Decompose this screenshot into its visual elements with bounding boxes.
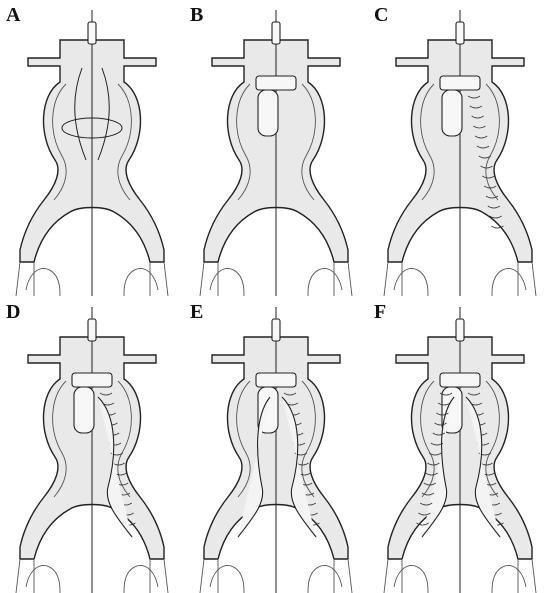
- right-lower-loop: [492, 268, 526, 296]
- left-iliac-wall: [384, 559, 402, 593]
- delivery-tip: [272, 22, 280, 44]
- main-body-graft: [442, 90, 462, 136]
- right-lower-loop: [492, 565, 526, 593]
- left-lower-loop: [26, 268, 60, 296]
- right-iliac-wall: [334, 559, 352, 593]
- vessel-diagram: [368, 297, 552, 593]
- vessel-diagram: [0, 297, 184, 593]
- right-iliac-wall: [150, 559, 168, 593]
- panel-label: E: [190, 301, 203, 324]
- left-iliac-wall: [200, 559, 218, 593]
- left-lower-loop: [394, 268, 428, 296]
- right-lower-loop: [124, 268, 158, 296]
- proximal-stent: [440, 373, 480, 387]
- delivery-tip: [456, 319, 464, 341]
- left-lower-loop: [210, 268, 244, 296]
- panel-label: F: [374, 301, 386, 324]
- vessel-diagram: [0, 0, 184, 296]
- panel-e: E: [184, 297, 368, 593]
- panel-label: A: [6, 4, 20, 27]
- left-lower-loop: [210, 565, 244, 593]
- panel-c: C: [368, 0, 552, 296]
- proximal-stent: [256, 76, 296, 90]
- main-body-graft: [74, 387, 94, 433]
- left-iliac-wall: [200, 262, 218, 296]
- proximal-stent: [256, 373, 296, 387]
- left-iliac-wall: [16, 559, 34, 593]
- panel-label: D: [6, 301, 20, 324]
- right-lower-loop: [308, 268, 342, 296]
- proximal-stent: [440, 76, 480, 90]
- left-lower-loop: [26, 565, 60, 593]
- delivery-tip: [88, 319, 96, 341]
- vessel-diagram: [184, 297, 368, 593]
- vessel-diagram: [184, 0, 368, 296]
- right-lower-loop: [124, 565, 158, 593]
- delivery-tip: [88, 22, 96, 44]
- panel-label: C: [374, 4, 388, 27]
- panel-f: F: [368, 297, 552, 593]
- right-lower-loop: [308, 565, 342, 593]
- right-iliac-wall: [150, 262, 168, 296]
- left-lower-loop: [394, 565, 428, 593]
- panel-b: B: [184, 0, 368, 296]
- right-iliac-wall: [518, 262, 536, 296]
- right-iliac-wall: [518, 559, 536, 593]
- right-iliac-wall: [334, 262, 352, 296]
- left-iliac-wall: [16, 262, 34, 296]
- main-body-graft: [258, 90, 278, 136]
- panel-a: A: [0, 0, 184, 296]
- delivery-tip: [272, 319, 280, 341]
- delivery-tip: [456, 22, 464, 44]
- panel-d: D: [0, 297, 184, 593]
- panel-label: B: [190, 4, 203, 27]
- vessel-diagram: [368, 0, 552, 296]
- proximal-stent: [72, 373, 112, 387]
- left-iliac-wall: [384, 262, 402, 296]
